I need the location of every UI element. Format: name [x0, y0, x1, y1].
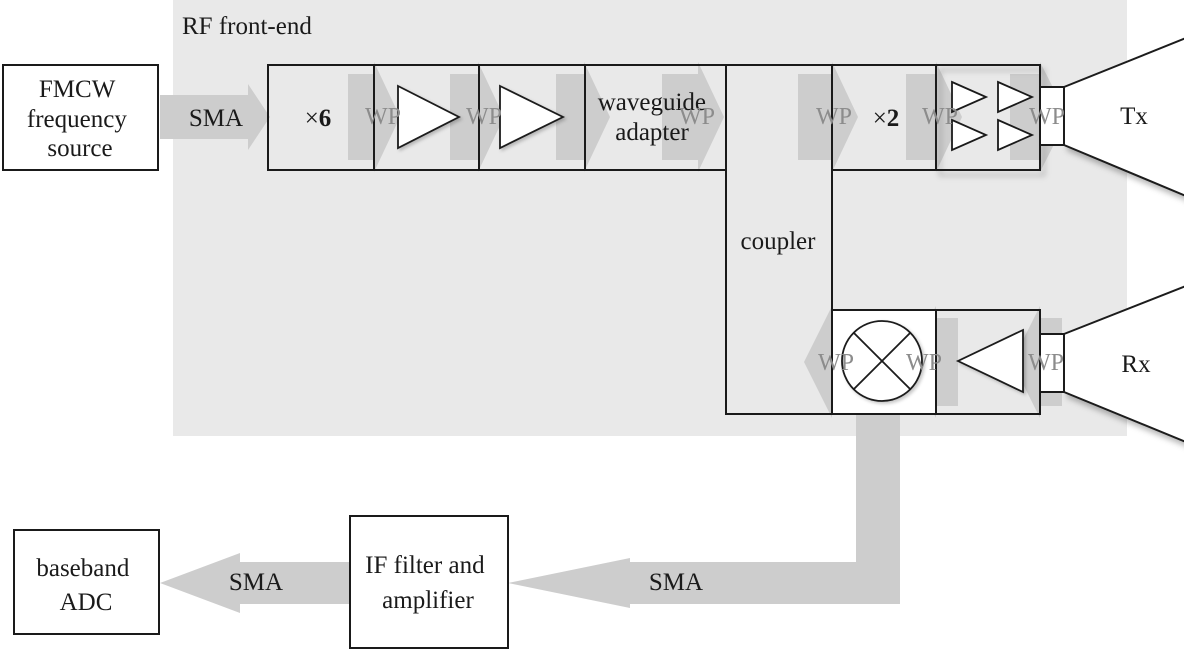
- if-filter-line2: amplifier: [382, 587, 474, 614]
- tx-chain-arrow-3: [556, 62, 610, 172]
- adc-box: [13, 529, 160, 635]
- wp-label-4: WP: [816, 104, 852, 130]
- wp-label-1: WP: [365, 104, 401, 130]
- wp-label-8: WP: [906, 350, 942, 376]
- adc-line1: baseband: [36, 555, 130, 582]
- tx-horn-antenna-icon: [1063, 37, 1184, 197]
- fmcw-source-line2: frequency: [27, 106, 127, 133]
- tx-chain-arrow-4: [662, 62, 724, 172]
- sma-adc-arrow: [160, 553, 350, 613]
- sma-if-label: SMA: [649, 569, 703, 596]
- waveguide-adapter-line2: adapter: [615, 119, 689, 146]
- sma-input-arrow: [160, 84, 270, 150]
- adc-label: baseband ADC: [36, 555, 135, 616]
- if-filter-line1: IF filter and: [365, 552, 485, 579]
- waveguide-adapter-label: waveguide adapter: [598, 89, 713, 146]
- coupler-label: coupler: [741, 228, 817, 255]
- rx-horn-antenna-icon: [1063, 285, 1184, 443]
- amplifier-2-icon: [499, 84, 566, 150]
- tx-chain-arrow-5: [798, 62, 858, 172]
- sma-input-label: SMA: [189, 105, 243, 132]
- rf-front-end-title: RF front-end: [182, 13, 312, 40]
- multiplier-6-factor: 6: [319, 105, 332, 132]
- fmcw-source-box: [2, 64, 159, 171]
- wp-label-7: WP: [818, 350, 854, 376]
- wp-label-9: WP: [1028, 350, 1064, 376]
- waveguide-adapter-line1: waveguide: [598, 89, 706, 116]
- tx-chain-arrow-2: [450, 62, 504, 172]
- multiplier-2-label: ×2: [873, 105, 900, 132]
- fmcw-source-line1: FMCW: [39, 76, 116, 103]
- if-filter-box: [349, 515, 509, 649]
- multiplier-2-prefix: ×: [873, 105, 887, 132]
- wp-label-6: WP: [1029, 104, 1065, 130]
- lna-icon: [955, 328, 1024, 394]
- mixer-icon: [841, 320, 923, 402]
- if-output-arrow: [508, 414, 900, 608]
- amplifier-1-icon: [397, 84, 461, 150]
- wp-label-5: WP: [922, 104, 958, 130]
- fmcw-source-label: FMCW frequency source: [27, 76, 133, 162]
- power-amplifier-icon: [951, 80, 1035, 152]
- if-filter-label: IF filter and amplifier: [365, 552, 491, 614]
- waveguide-port-labels: WP WP WP WP WP WP WP WP WP: [365, 104, 1065, 376]
- sma-adc-label: SMA: [229, 569, 283, 596]
- multiplier-6-prefix: ×: [305, 105, 319, 132]
- multiplier-2-factor: 2: [887, 105, 900, 132]
- rx-label: Rx: [1121, 351, 1151, 378]
- adc-line2: ADC: [60, 589, 113, 616]
- tx-label: Tx: [1120, 103, 1148, 130]
- multiplier-6-label: ×6: [305, 105, 332, 132]
- wp-label-3: WP: [679, 104, 715, 130]
- tx-chain-arrow-6: [906, 62, 962, 172]
- fmcw-source-line3: source: [47, 135, 112, 162]
- wp-label-2: WP: [466, 104, 502, 130]
